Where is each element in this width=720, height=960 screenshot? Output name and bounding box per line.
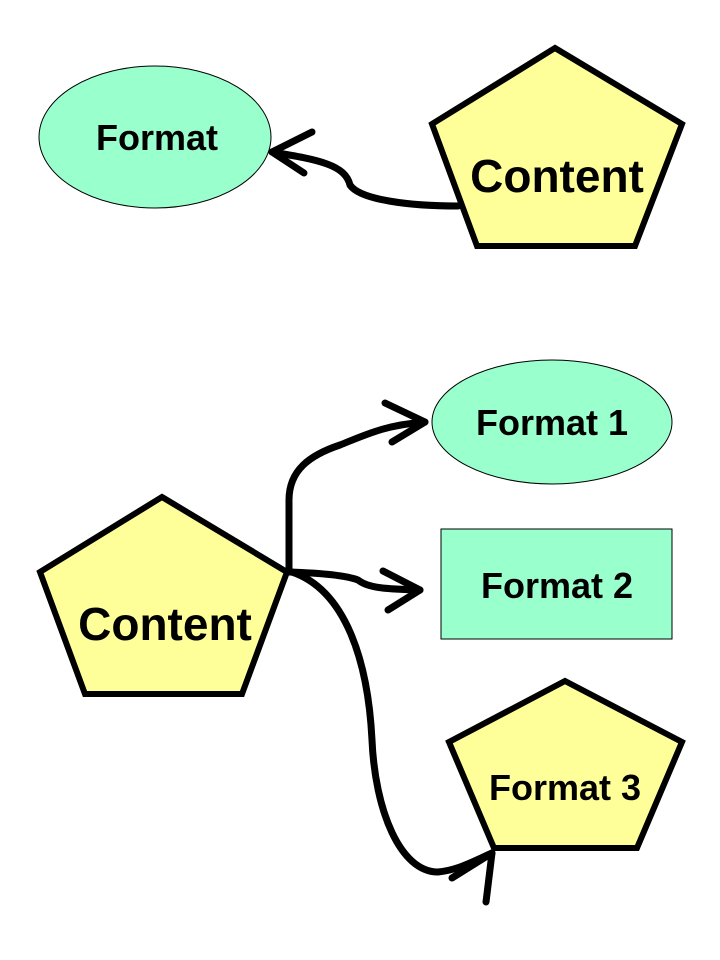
arrow-content-to-format3 (288, 568, 496, 876)
content-pentagon-top (428, 44, 686, 249)
arrowhead-format (268, 128, 316, 177)
format1-label: Format 1 (476, 402, 628, 443)
content-label-bottom: Content (78, 598, 252, 650)
format3-label: Format 3 (489, 767, 641, 808)
top-diagram: Format Content (38, 44, 686, 249)
format-label: Format (96, 117, 218, 158)
arrow-content-to-format1 (285, 418, 429, 576)
format3-pentagon (445, 677, 686, 851)
format-ellipse (38, 65, 272, 209)
format2-rectangle (440, 528, 673, 640)
format1-ellipse (431, 359, 673, 485)
content-pentagon-bottom (36, 493, 291, 697)
arrowhead-format1 (381, 399, 429, 446)
arrowhead-format3 (448, 849, 496, 906)
arrow-content-to-format (268, 148, 462, 210)
format2-label: Format 2 (481, 565, 633, 606)
arrowhead-format2 (379, 567, 424, 614)
bottom-diagram: Content Format 1 Format 2 Format 3 (36, 359, 686, 906)
content-label-top: Content (470, 150, 644, 202)
arrow-content-to-format2 (285, 568, 424, 594)
